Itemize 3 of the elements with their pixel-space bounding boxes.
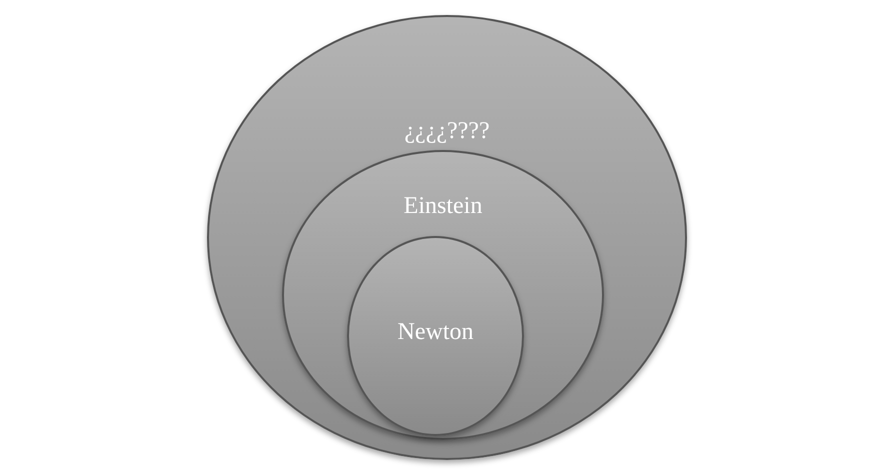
circle-label: ¿¿¿¿????: [404, 117, 490, 145]
circle-label: Einstein: [404, 192, 482, 220]
circle-label: Newton: [398, 318, 474, 346]
